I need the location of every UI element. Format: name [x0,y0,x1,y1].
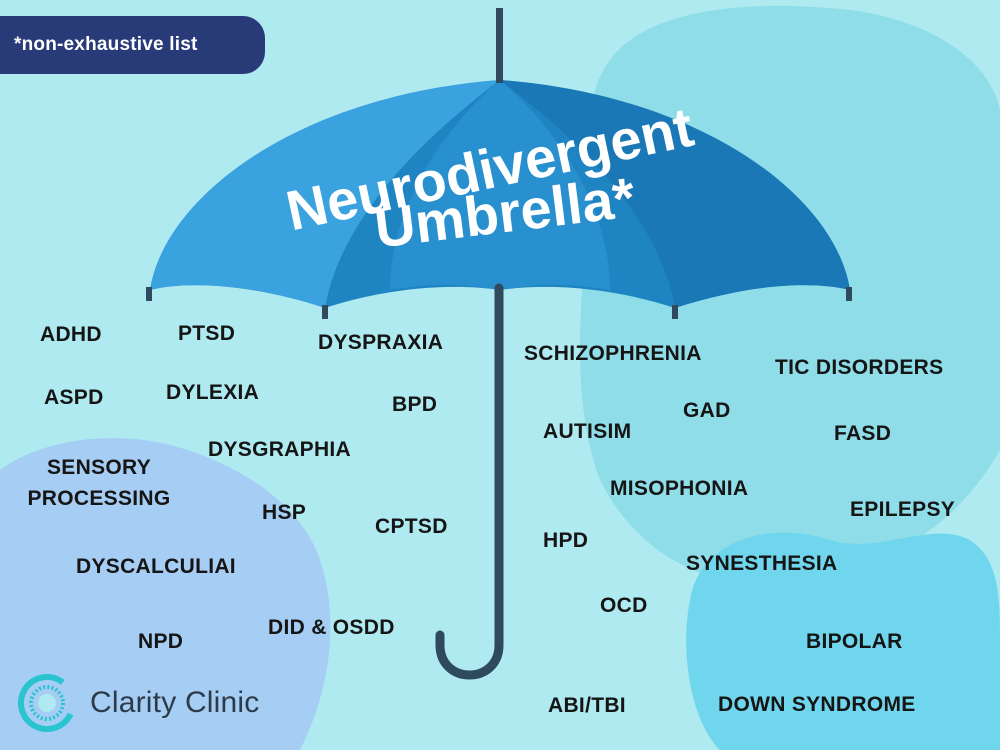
brand-name: Clarity Clinic [90,686,260,719]
condition-label: DID & OSDD [268,616,395,639]
condition-label: NPD [138,630,184,653]
condition-label: SENSORY PROCESSING [27,456,171,510]
umbrella-panel-right [500,80,850,308]
condition-label: DYSGRAPHIA [208,438,352,461]
condition-label: ASPD [44,386,104,409]
condition-label: PTSD [178,322,236,345]
condition-label: OCD [600,594,648,617]
umbrella-panel-left [150,80,500,308]
condition-label: DYSPRAXIA [318,331,444,354]
condition-label: AUTISIM [543,420,632,443]
condition-label: BPD [392,393,438,416]
condition-label: FASD [834,422,892,445]
condition-label: SCHIZOPHRENIA [524,342,702,365]
condition-label: MISOPHONIA [610,477,749,500]
condition-label: DYLEXIA [166,381,260,404]
clarity-clinic-logo-icon [18,674,76,732]
condition-label: BIPOLAR [806,630,903,653]
rib-end [146,287,152,301]
condition-label: TIC DISORDERS [775,356,944,379]
brand-lockup: Clarity Clinic [18,672,260,734]
condition-label: ABI/TBI [548,694,626,717]
condition-label: EPILEPSY [850,498,956,521]
condition-label: ADHD [40,323,102,346]
background-blob-bottom-right [686,532,1000,750]
condition-label: DOWN SYNDROME [718,693,916,716]
condition-label: CPTSD [375,515,448,538]
rib-end [322,305,328,319]
umbrella-tip [496,8,503,83]
rib-end [846,287,852,301]
condition-label: DYSCALCULIAI [76,555,236,578]
non-exhaustive-badge: *non-exhaustive list [0,16,265,74]
condition-label: SYNESTHESIA [686,552,838,575]
condition-label: HSP [262,501,307,524]
condition-label: GAD [683,399,731,422]
condition-label: HPD [543,529,589,552]
background-blob-bottom-left [0,438,331,750]
umbrella-handle [435,283,504,680]
rib-end [672,305,678,319]
umbrella-panel-center [390,80,610,290]
